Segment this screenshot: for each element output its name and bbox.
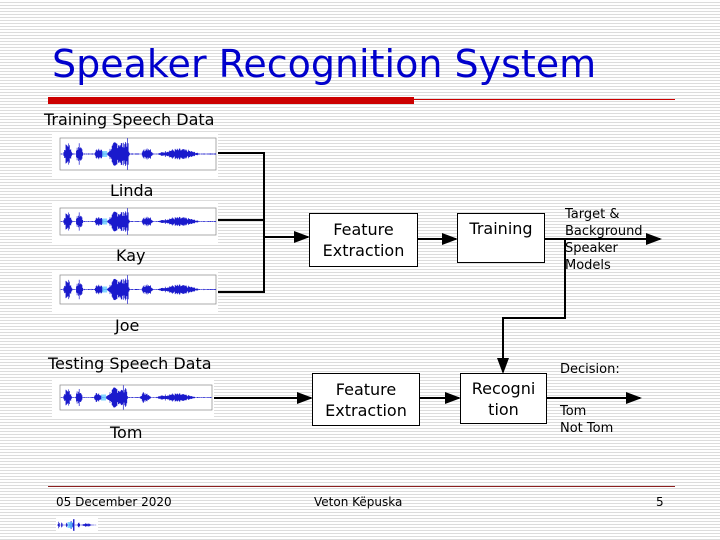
waveform-highlight	[102, 218, 108, 225]
waveform-highlight	[102, 151, 108, 157]
waveform-tom	[52, 380, 214, 418]
footer-date: 05 December 2020	[56, 495, 172, 509]
speaker-label-kay: Kay	[116, 246, 146, 265]
speaker-label-linda: Linda	[110, 181, 154, 200]
footer-divider	[48, 486, 675, 487]
feature-extraction-train-block: Feature Extraction	[309, 213, 418, 267]
training-merge-lines	[218, 152, 265, 293]
speaker-label-tom: Tom	[110, 423, 143, 442]
waveform-signal	[60, 208, 217, 235]
decision-tom: Tom	[560, 404, 587, 419]
decision-not-tom: Not Tom	[560, 421, 614, 436]
models-line: Target &	[565, 207, 620, 222]
waveform-highlight	[67, 522, 73, 528]
decision-options: Tom Not Tom	[560, 403, 613, 437]
footer-waveform-thumbnail	[56, 518, 98, 532]
testing-heading: Testing Speech Data	[48, 354, 212, 373]
waveform-linda	[52, 133, 218, 178]
feature-extraction-test-block: Feature Extraction	[312, 373, 420, 426]
training-heading: Training Speech Data	[44, 110, 215, 129]
footer-author: Veton Këpuska	[314, 495, 403, 509]
waveform-signal	[57, 519, 97, 531]
title-accent-line	[414, 99, 675, 100]
waveform-kay	[52, 203, 218, 243]
models-line: Speaker	[565, 241, 618, 256]
slide-title: Speaker Recognition System	[52, 42, 597, 86]
waveform-signal	[60, 138, 217, 170]
waveform-highlight	[102, 286, 108, 293]
training-block: Training	[457, 213, 545, 263]
waveform-signal	[60, 385, 212, 410]
arrow-models-to-recognition	[497, 239, 566, 374]
title-accent-bar	[48, 97, 414, 104]
waveform-axes	[59, 384, 213, 411]
decision-label: Decision:	[560, 362, 620, 377]
waveform-signal	[60, 275, 217, 304]
models-output-label: Target & Background Speaker Models	[565, 206, 643, 274]
speaker-label-joe: Joe	[115, 316, 140, 335]
recognition-block: Recogni tion	[460, 373, 547, 424]
waveform-joe	[52, 270, 218, 312]
models-line: Models	[565, 258, 611, 273]
waveform-highlight	[101, 394, 107, 401]
models-line: Background	[565, 224, 643, 239]
slide-number: 5	[656, 495, 664, 509]
